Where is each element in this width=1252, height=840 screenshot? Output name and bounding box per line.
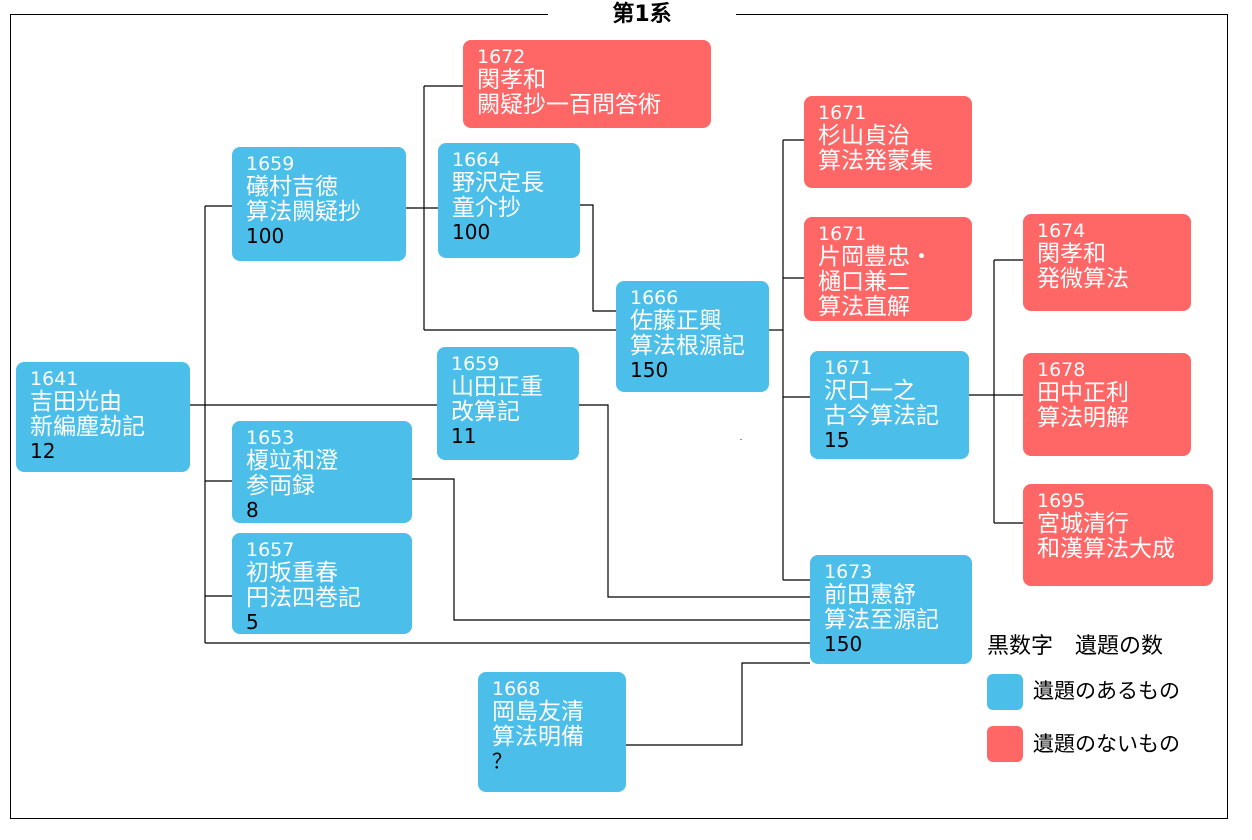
connector-1659b-to-1673 bbox=[579, 404, 810, 598]
node-text: 参両録 bbox=[246, 473, 315, 499]
node-problem-count: 100 bbox=[246, 224, 285, 248]
node-year: 1653 bbox=[246, 427, 295, 449]
node-year: 1668 bbox=[492, 678, 541, 700]
node-problem-count: 12 bbox=[30, 439, 56, 463]
node-year: 1673 bbox=[824, 561, 873, 583]
node-text: 改算記 bbox=[451, 399, 520, 425]
node-problem-count: 150 bbox=[824, 632, 863, 656]
node-year: 1666 bbox=[630, 287, 679, 309]
node-text: 童介抄 bbox=[452, 195, 521, 221]
node-text: 算法発蒙集 bbox=[818, 148, 933, 174]
legend-swatch-blue bbox=[987, 674, 1023, 710]
node-author: 宮城清行 bbox=[1037, 511, 1129, 537]
node-problem-count: 5 bbox=[246, 610, 259, 634]
node-year: 1695 bbox=[1037, 490, 1086, 512]
node-author: 関孝和 bbox=[1037, 241, 1106, 267]
node-year: 1657 bbox=[246, 539, 295, 561]
node-problem-count: ？ bbox=[492, 749, 512, 773]
connector-1664-to-1666 bbox=[580, 204, 616, 312]
node-author: 片岡豊忠・ bbox=[818, 244, 933, 270]
node-year: 1672 bbox=[477, 46, 526, 68]
node-text: 新編塵劫記 bbox=[30, 414, 145, 440]
diagram-title: 第1系 bbox=[548, 2, 736, 28]
node-author: 山田正重 bbox=[451, 374, 543, 400]
node-author: 関孝和 bbox=[477, 67, 546, 93]
node-problem-count: 11 bbox=[451, 424, 477, 448]
node-text: 算法明解 bbox=[1037, 405, 1129, 431]
node-year: 1641 bbox=[30, 368, 79, 390]
node-text: 闕疑抄一百問答術 bbox=[477, 92, 661, 118]
node-text: 和漢算法大成 bbox=[1037, 536, 1175, 562]
node-year: 1671 bbox=[824, 357, 873, 379]
node-author: 初坂重春 bbox=[246, 560, 338, 586]
node-problem-count: 100 bbox=[452, 220, 491, 244]
legend-heading: 黒数字 遺題の数 bbox=[987, 634, 1164, 659]
node-author: 佐藤正興 bbox=[630, 308, 722, 334]
legend-label-without-problems: 遺題のないもの bbox=[1033, 732, 1180, 756]
legend-swatch-red bbox=[987, 726, 1023, 762]
node-text: 古今算法記 bbox=[824, 403, 939, 429]
connector-1668-to-1673 bbox=[626, 662, 810, 746]
node-text: 算法闕疑抄 bbox=[246, 199, 361, 225]
node-year: 1671 bbox=[818, 223, 867, 245]
node-problem-count: 8 bbox=[246, 498, 259, 522]
node-text: 算法直解 bbox=[818, 294, 910, 320]
node-problem-count: 15 bbox=[824, 428, 850, 452]
legend-label-with-problems: 遺題のあるもの bbox=[1033, 679, 1180, 703]
node-year: 1659 bbox=[246, 153, 295, 175]
node-author: 吉田光由 bbox=[30, 389, 122, 415]
node-text: 樋口兼二 bbox=[818, 269, 910, 295]
node-author: 礒村吉徳 bbox=[246, 174, 338, 200]
node-year: 1671 bbox=[818, 102, 867, 124]
node-year: 1674 bbox=[1037, 220, 1086, 242]
connector-1653-to-1673 bbox=[412, 478, 810, 621]
node-author: 沢口一之 bbox=[824, 378, 916, 404]
node-text: 円法四巻記 bbox=[246, 585, 361, 611]
stray-dot bbox=[740, 439, 742, 440]
node-author: 前田憲舒 bbox=[824, 582, 916, 608]
node-year: 1659 bbox=[451, 353, 500, 375]
node-text: 算法根源記 bbox=[630, 333, 745, 359]
node-author: 岡島友清 bbox=[492, 699, 584, 725]
node-text: 算法至源記 bbox=[824, 607, 939, 633]
node-text: 算法明備 bbox=[492, 724, 584, 750]
node-text: 発微算法 bbox=[1037, 266, 1129, 292]
node-author: 田中正利 bbox=[1037, 380, 1129, 406]
node-year: 1678 bbox=[1037, 359, 1086, 381]
node-author: 杉山貞治 bbox=[818, 123, 910, 149]
node-author: 榎竝和澄 bbox=[246, 448, 338, 474]
node-year: 1664 bbox=[452, 149, 501, 171]
node-author: 野沢定長 bbox=[452, 170, 544, 196]
node-problem-count: 150 bbox=[630, 358, 669, 382]
